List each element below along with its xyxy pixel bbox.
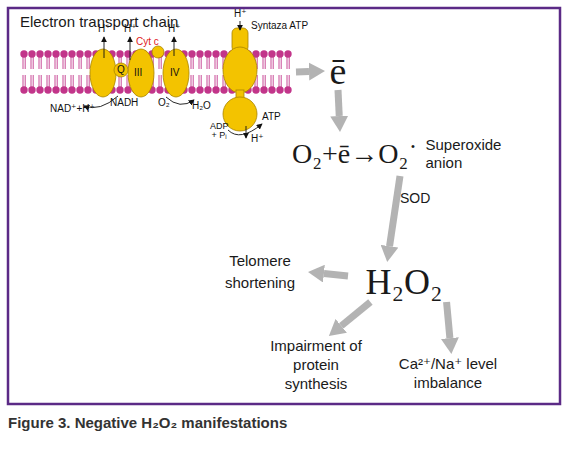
formula-text: H₂O₂ <box>348 262 460 302</box>
part-label: NADH <box>110 98 138 109</box>
flow-arrow <box>296 68 309 75</box>
outcome-text: Ca²⁺/Na⁺ level imbalance <box>392 354 504 392</box>
proton-arrows <box>84 21 262 138</box>
part-label: H⁺ <box>124 24 137 35</box>
part-label: IV <box>170 68 179 79</box>
part-label: ATP <box>262 112 281 123</box>
electron-symbol: ē <box>325 52 351 90</box>
superoxide-equation: O₂+ē→O₂˙Superoxide anion <box>292 132 532 176</box>
species-name: Superoxide anion <box>426 132 510 172</box>
part-label: Cyt c <box>136 37 159 48</box>
outcome-label: Impairment of protein synthesis <box>270 336 362 393</box>
part-label: H⁺ <box>251 134 264 145</box>
peroxide-formula: H₂O₂ <box>348 262 460 302</box>
outcome-label: Ca²⁺/Na⁺ level imbalance <box>392 354 504 392</box>
figure-frame <box>8 8 560 404</box>
part-label: H⁺ <box>234 9 247 20</box>
part-label: O₂ <box>158 98 170 109</box>
enzyme-label: SOD <box>400 190 430 206</box>
part-label: H⁺ <box>168 24 181 35</box>
part-label: H⁺ <box>98 24 111 35</box>
figure-caption: Figure 3. Negative H₂O₂ manifestations <box>8 414 287 431</box>
part-label: Syntaza ATP <box>251 21 308 32</box>
flow-arrow <box>338 90 339 116</box>
flow-arrow <box>390 176 400 246</box>
flow-arrow <box>447 302 450 338</box>
part-label: III <box>134 68 142 79</box>
part-label: H₂O <box>192 101 211 112</box>
electron-symbol: ē <box>325 52 351 90</box>
equation-text: O₂+ē→O₂˙ <box>292 132 418 176</box>
outcome-label: Telomere shortening <box>212 250 308 294</box>
part-label: Q <box>117 65 125 76</box>
part-label: NAD⁺+H⁺ <box>50 104 95 115</box>
protein-complexes <box>90 28 257 131</box>
outcome-text: Telomere shortening <box>212 250 308 294</box>
outcome-text: Impairment of protein synthesis <box>270 336 362 393</box>
part-label: ADP + Pᵢ <box>210 122 228 141</box>
flow-arrow <box>341 302 370 326</box>
flow-arrow <box>324 274 348 276</box>
